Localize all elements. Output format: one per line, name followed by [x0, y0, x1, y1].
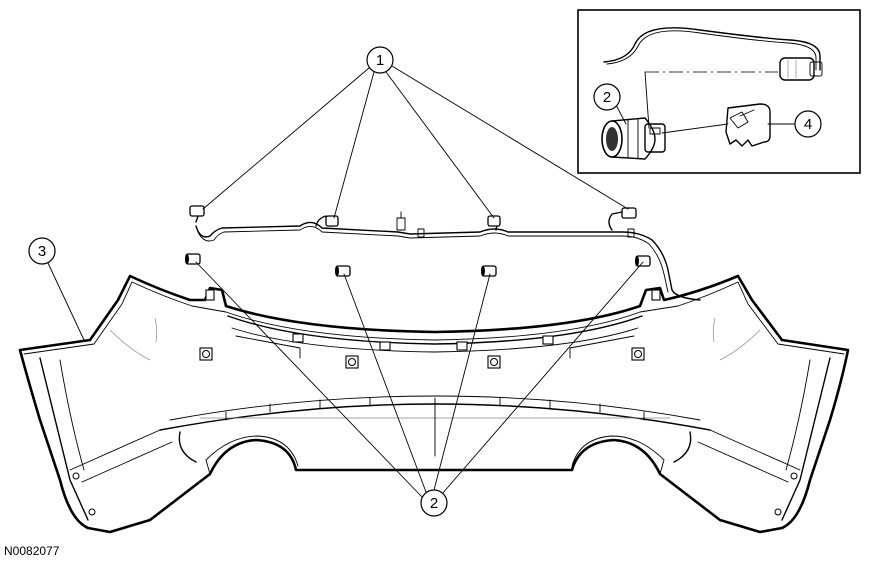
harness-connector-2: [325, 215, 339, 227]
rear-bumper-cover: [18, 274, 850, 534]
inset-harness-wire: [603, 27, 821, 71]
svg-text:2: 2: [603, 89, 611, 106]
callout-1: 1: [366, 46, 394, 74]
harness-connector-3: [487, 215, 501, 227]
bumper-retainer-tabs: [205, 289, 661, 351]
harness-connector-1: [189, 205, 205, 217]
lower-clip-marks: [225, 397, 645, 457]
inset-parking-sensor: [601, 117, 666, 160]
parking-sensors: [185, 253, 651, 277]
svg-text:1: 1: [376, 52, 384, 69]
svg-text:3: 3: [38, 243, 46, 260]
inset-sensor-bracket: [725, 103, 771, 147]
figure-reference-id: N0082077: [4, 544, 60, 558]
parking-sensor-1: [185, 253, 201, 265]
parking-sensor-4: [635, 255, 651, 267]
parking-sensor-2: [335, 265, 351, 277]
sensor-mounting-holes: [199, 347, 645, 369]
leader-lines: [47, 65, 644, 498]
callout-2-inset: 2: [593, 83, 621, 111]
parking-sensor-3: [481, 265, 497, 277]
inset-frame: [577, 9, 861, 174]
inset-harness-connector: [779, 57, 823, 81]
svg-text:2: 2: [430, 495, 438, 512]
svg-text:4: 4: [804, 116, 812, 133]
inset-detail: [577, 9, 861, 174]
callout-3: 3: [28, 237, 56, 265]
callout-2-main: 2: [420, 489, 448, 517]
harness-connector-4: [621, 207, 637, 219]
callout-4: 4: [794, 110, 822, 138]
wiring-harness: [189, 205, 701, 301]
